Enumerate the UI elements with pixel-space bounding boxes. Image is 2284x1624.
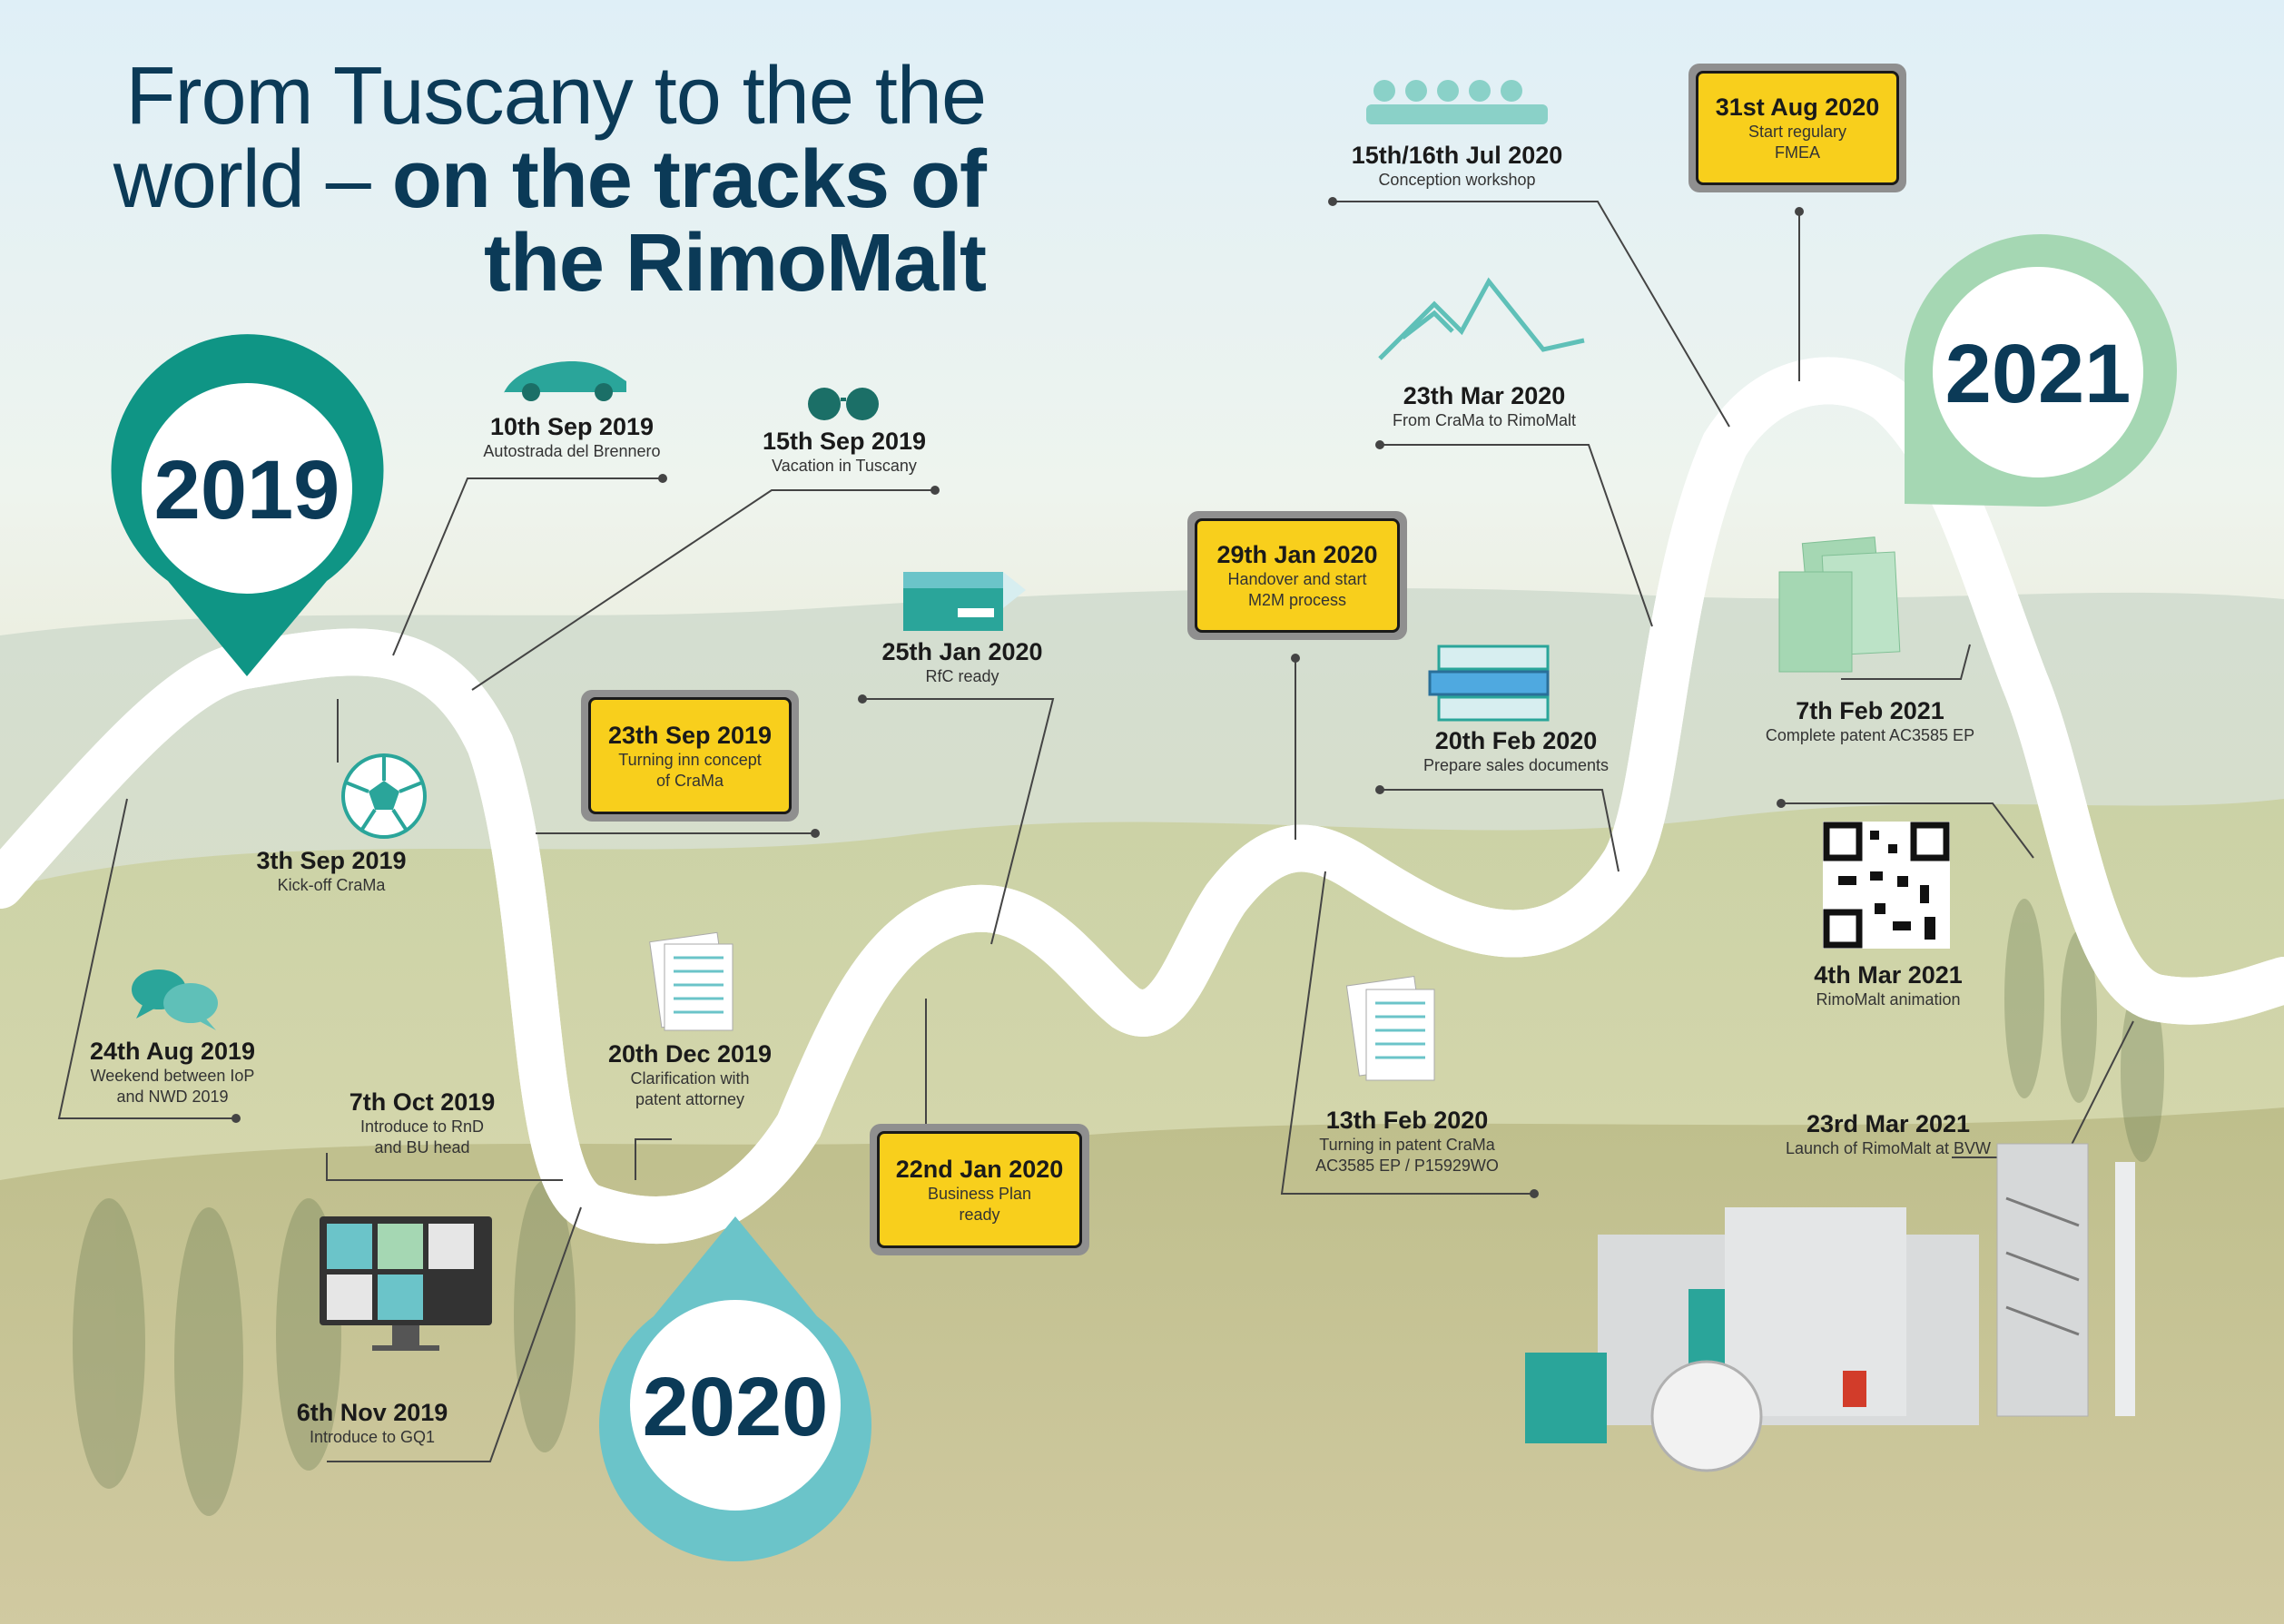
event-date: 20th Feb 2020: [1434, 727, 1598, 754]
event-text: Vacation in Tuscany: [772, 457, 917, 475]
event-date: 31st Aug 2020: [1715, 94, 1880, 121]
event-date: 13th Feb 2020: [1325, 1107, 1489, 1134]
mountains-icon: [1378, 277, 1585, 360]
event-text: AC3585 EP / P15929WO: [1315, 1156, 1499, 1175]
machine-icon: [1525, 1143, 2135, 1472]
event-text: Introduce to RnD: [359, 1117, 485, 1136]
event-15-sep-2019: 15th Sep 2019 Vacation in Tuscany: [717, 427, 971, 477]
event-date: 7th Oct 2019: [349, 1088, 496, 1116]
meeting-icon: [1366, 80, 1548, 124]
event-date: 24th Aug 2019: [89, 1038, 256, 1065]
event-text: Clarification with: [630, 1069, 750, 1088]
event-20-dec-2019: 20th Dec 2019 Clarification with patent …: [572, 1039, 808, 1110]
event-text: From CraMa to RimoMalt: [1392, 411, 1577, 429]
event-6-nov-2019: 6th Nov 2019 Introduce to GQ1: [254, 1398, 490, 1448]
event-date: 23th Sep 2019: [607, 721, 773, 749]
event-date: 23th Mar 2020: [1403, 382, 1566, 409]
title-line-3: the RimoMalt: [483, 218, 987, 309]
event-date: 15th Sep 2019: [762, 428, 927, 455]
event-4-mar-2021: 4th Mar 2021 RimoMalt animation: [1761, 960, 2015, 1010]
event-text: Complete patent AC3585 EP: [1765, 726, 1975, 744]
sign-31-aug-2020: 31st Aug 2020 Start regulary FMEA: [1688, 64, 1906, 192]
event-text: Business Plan: [927, 1184, 1032, 1203]
event-text: Turning in patent CraMa: [1319, 1136, 1495, 1154]
page-title: From Tuscany to the the world – on the t…: [78, 51, 987, 309]
event-date: 25th Jan 2020: [881, 638, 1043, 665]
event-text: Start regulary: [1747, 123, 1847, 141]
sunglasses-icon: [808, 388, 879, 420]
title-line-2-bold: on the tracks of: [391, 134, 987, 225]
chat-bubbles-icon: [132, 969, 218, 1030]
year-2021-label: 2021: [1944, 328, 2131, 420]
sign-23-sep-2019: 23th Sep 2019 Turning inn concept of Cra…: [581, 690, 799, 822]
event-25-jan-2020: 25th Jan 2020 RfC ready: [844, 637, 1080, 687]
road-center-line: [0, 379, 2284, 1222]
event-text: Autostrada del Brennero: [483, 442, 661, 460]
pin-2021: [1904, 234, 2177, 507]
event-date: 15th/16th Jul 2020: [1351, 142, 1563, 169]
event-text: Prepare sales documents: [1423, 756, 1610, 774]
event-text: Launch of RimoMalt at BVW: [1785, 1139, 1992, 1157]
title-line-1: From Tuscany to the the: [125, 51, 987, 142]
event-10-sep-2019: 10th Sep 2019 Autostrada del Brennero: [445, 412, 699, 462]
event-7-oct-2019: 7th Oct 2019 Introduce to RnD and BU hea…: [309, 1088, 536, 1158]
sign-22-jan-2020: 22nd Jan 2020 Business Plan ready: [870, 1124, 1089, 1255]
car-icon: [504, 361, 626, 401]
event-text: and NWD 2019: [116, 1088, 229, 1106]
video-call-icon: [320, 1216, 492, 1351]
event-text: and BU head: [374, 1138, 470, 1156]
event-23-mar-2021: 23rd Mar 2021 Launch of RimoMalt at BVW: [1752, 1109, 2024, 1159]
event-text: Conception workshop: [1378, 171, 1536, 189]
event-13-feb-2020: 13th Feb 2020 Turning in patent CraMa AC…: [1280, 1106, 1534, 1176]
leader-lines: [57, 197, 2134, 1462]
event-text: patent attorney: [635, 1090, 745, 1108]
qr-code-icon: [1823, 822, 1950, 949]
event-text: ready: [959, 1205, 1000, 1224]
event-date: 6th Nov 2019: [296, 1399, 448, 1426]
event-date: 29th Jan 2020: [1216, 541, 1378, 568]
pin-2019: [111, 334, 384, 676]
event-20-feb-2020: 20th Feb 2020 Prepare sales documents: [1380, 726, 1652, 776]
event-3-sep-2019: 3th Sep 2019 Kick-off CraMa: [218, 846, 445, 896]
event-15-16-jul-2020: 15th/16th Jul 2020 Conception workshop: [1325, 141, 1589, 191]
event-text: RimoMalt animation: [1816, 990, 1961, 1009]
binders-icon: [1428, 645, 1550, 722]
year-2020-label: 2020: [642, 1361, 829, 1453]
pin-2020: [599, 1216, 871, 1561]
event-24-aug-2019: 24th Aug 2019 Weekend between IoP and NW…: [54, 1037, 290, 1107]
documents-icon: [649, 931, 733, 1031]
event-date: 10th Sep 2019: [489, 413, 655, 440]
event-date: 20th Dec 2019: [607, 1040, 773, 1068]
event-date: 7th Feb 2021: [1796, 697, 1944, 724]
stacked-papers-icon: [1778, 536, 1901, 673]
event-text: Introduce to GQ1: [309, 1428, 436, 1446]
event-date: 3th Sep 2019: [256, 847, 407, 874]
event-text: Turning inn concept: [618, 750, 762, 769]
event-text: FMEA: [1774, 143, 1820, 162]
folder-icon: [903, 572, 1026, 631]
soccer-ball-icon: [341, 753, 427, 839]
event-text: M2M process: [1247, 591, 1347, 609]
event-text: Weekend between IoP: [90, 1067, 255, 1085]
event-date: 4th Mar 2021: [1814, 961, 1963, 989]
event-date: 22nd Jan 2020: [895, 1155, 1064, 1183]
event-7-feb-2021: 7th Feb 2021 Complete patent AC3585 EP: [1725, 696, 2015, 746]
event-date: 23rd Mar 2021: [1806, 1110, 1971, 1137]
event-text: Kick-off CraMa: [277, 876, 386, 894]
event-text: Handover and start: [1227, 570, 1367, 588]
sign-29-jan-2020: 29th Jan 2020 Handover and start M2M pro…: [1187, 511, 1407, 640]
year-2019-label: 2019: [153, 444, 340, 536]
event-23-mar-2020: 23th Mar 2020 From CraMa to RimoMalt: [1353, 381, 1616, 431]
documents-icon-2: [1345, 976, 1435, 1081]
title-line-2-light: world –: [113, 134, 392, 225]
event-text: of CraMa: [655, 771, 724, 790]
event-text: RfC ready: [925, 667, 999, 685]
